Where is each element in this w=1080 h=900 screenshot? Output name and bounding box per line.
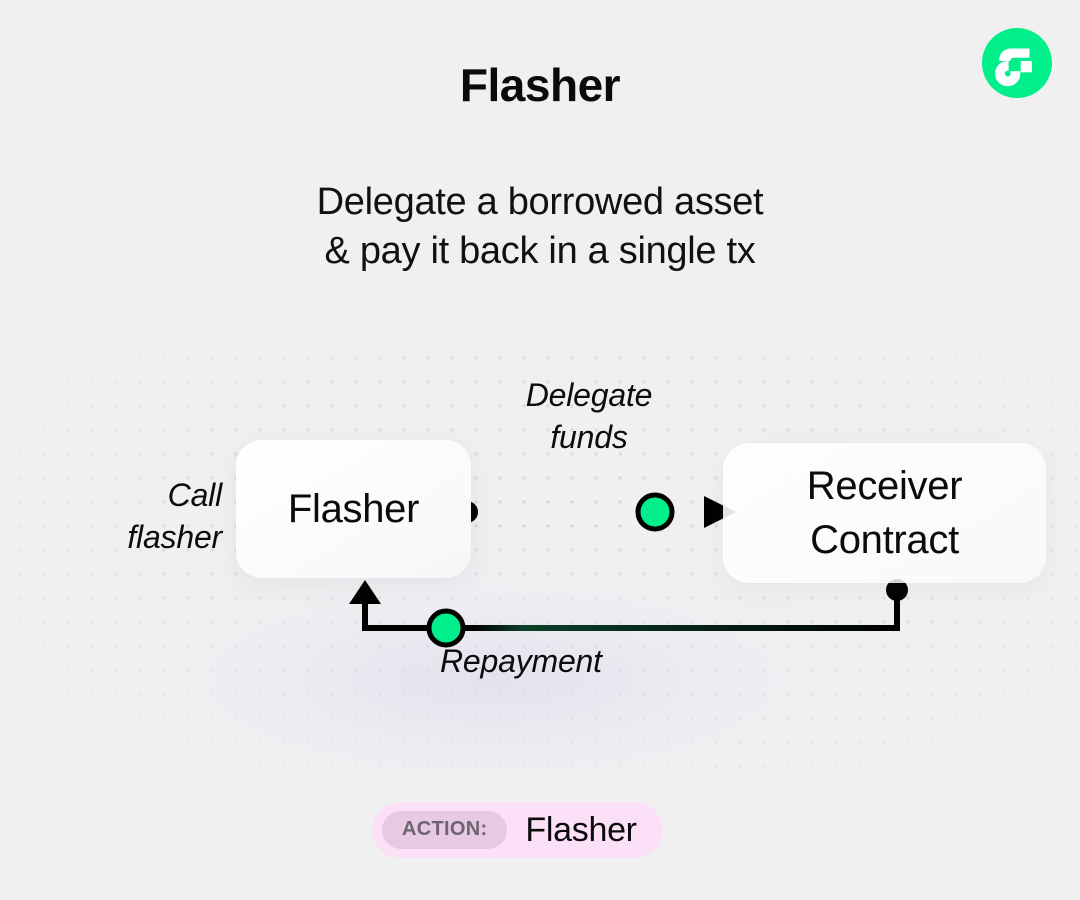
subtitle-line-1: Delegate a borrowed asset bbox=[316, 181, 764, 223]
action-value: Flasher bbox=[525, 810, 637, 849]
page-title: Flasher bbox=[459, 59, 621, 111]
edge-label-delegate-funds: Delegate funds bbox=[525, 377, 653, 455]
action-chip-label: ACTION: bbox=[382, 811, 508, 849]
action-badge: ACTION: Flasher bbox=[372, 802, 663, 858]
node-flasher[interactable]: Flasher bbox=[236, 440, 471, 578]
subtitle-line-2: & pay it back in a single tx bbox=[324, 230, 756, 272]
node-receiver-label-line2: Contract bbox=[810, 518, 959, 562]
page-subtitle: Delegate a borrowed asset & pay it back … bbox=[0, 178, 1080, 276]
node-flasher-label: Flasher bbox=[287, 486, 420, 531]
edge-label-repayment: Repayment bbox=[440, 643, 602, 679]
flow-logo-icon bbox=[982, 28, 1052, 98]
edge-label-call-flasher: Call flasher bbox=[127, 477, 222, 555]
node-receiver-label-line1: Receiver bbox=[806, 464, 963, 508]
node-receiver-label: Receiver Contract bbox=[806, 459, 963, 567]
node-receiver-contract[interactable]: Receiver Contract bbox=[723, 443, 1046, 583]
